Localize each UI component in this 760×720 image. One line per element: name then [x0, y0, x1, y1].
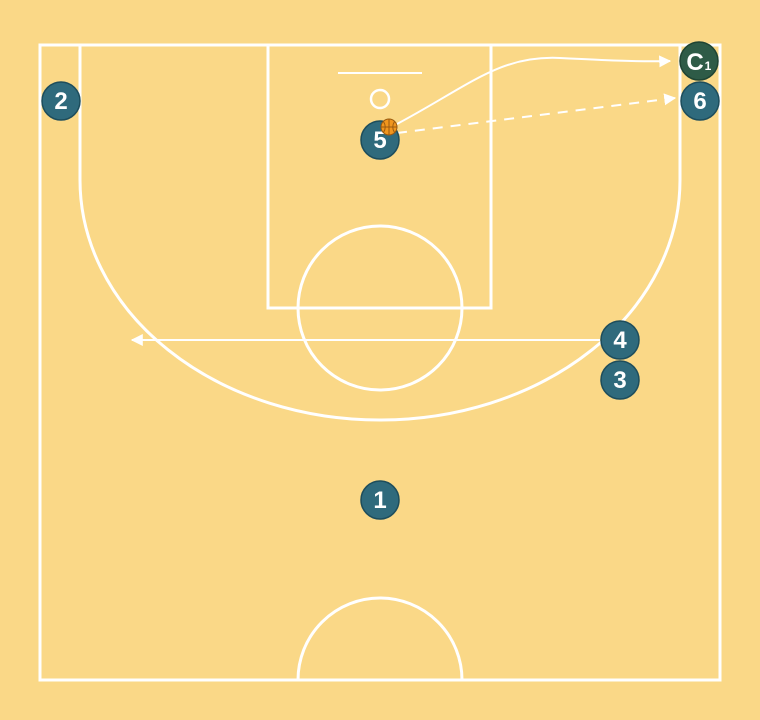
player-5-label: 5	[373, 127, 386, 154]
cut-arrow-player-5	[396, 55, 672, 125]
free-throw-circle	[296, 224, 464, 392]
player-6-token	[680, 81, 720, 121]
player-4-token	[600, 320, 640, 360]
rim	[369, 88, 391, 110]
player-6[interactable]: 6	[680, 81, 720, 121]
player-4[interactable]: 4	[600, 320, 640, 360]
three-point-line	[78, 45, 682, 422]
coach-token	[679, 41, 719, 81]
player-1-label: 1	[373, 487, 386, 514]
player-3[interactable]: 3	[600, 360, 640, 400]
player-1-token	[360, 480, 400, 520]
basketball-icon	[380, 118, 398, 136]
center-circle	[296, 596, 464, 681]
player-3-label: 3	[613, 367, 626, 394]
coach-label: C	[686, 49, 703, 76]
player-2[interactable]: 2	[41, 81, 81, 121]
player-6-label: 6	[693, 88, 706, 115]
coach-sub-label: 1	[705, 59, 712, 73]
player-2-token	[41, 81, 81, 121]
player-2-label: 2	[54, 88, 67, 115]
paint-area	[266, 43, 493, 310]
player-4-label: 4	[613, 327, 627, 354]
coach[interactable]: C 1	[679, 41, 719, 81]
player-3-token	[600, 360, 640, 400]
player-1[interactable]: 1	[360, 480, 400, 520]
